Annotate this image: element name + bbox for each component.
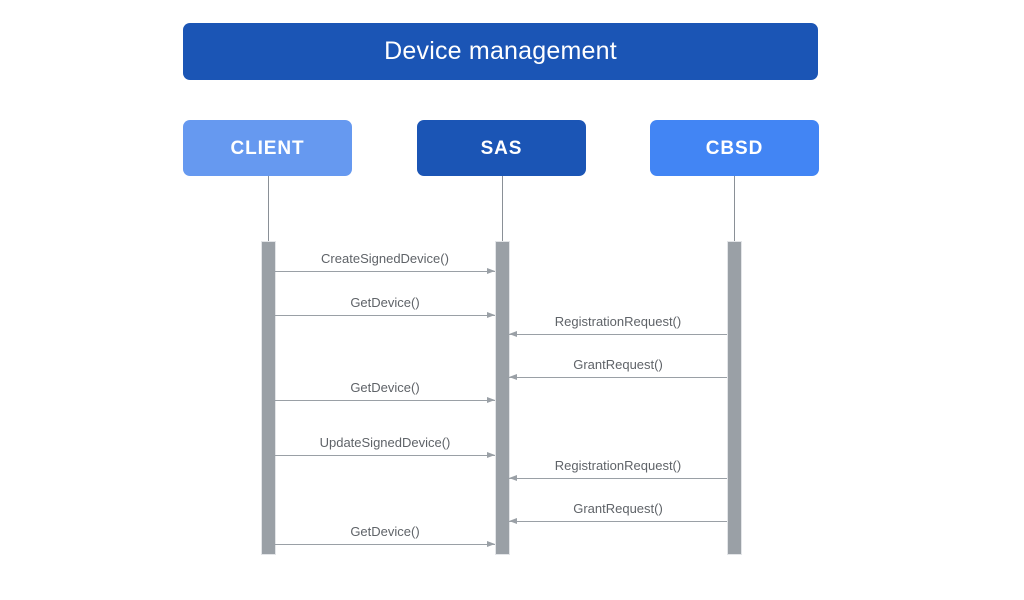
message-label: RegistrationRequest()	[554, 458, 682, 473]
activation-bar-cbsd	[727, 241, 742, 555]
arrow-head-right-icon	[487, 451, 495, 458]
participant-header-sas[interactable]: SAS	[417, 120, 586, 176]
participant-label-cbsd: CBSD	[705, 137, 764, 159]
message-label: UpdateSignedDevice()	[319, 435, 451, 450]
arrow-head-left-icon	[509, 330, 517, 337]
diagram-title: Device management	[384, 37, 617, 65]
arrow-head-right-icon	[487, 267, 495, 274]
lifeline-sas	[502, 176, 503, 241]
message-line	[275, 315, 495, 316]
message-line	[275, 544, 495, 545]
lifeline-client	[268, 176, 269, 241]
message-line	[275, 271, 495, 272]
message-label: GetDevice()	[350, 295, 420, 310]
message-label: GrantRequest()	[573, 357, 663, 372]
participant-label-client: CLIENT	[230, 137, 305, 159]
message-line	[275, 400, 495, 401]
message-label: GetDevice()	[350, 524, 420, 539]
message-line	[509, 521, 727, 522]
arrow-head-right-icon	[487, 396, 495, 403]
message-label: GetDevice()	[350, 380, 420, 395]
activation-bar-sas	[495, 241, 510, 555]
arrow-head-left-icon	[509, 373, 517, 380]
message-label: RegistrationRequest()	[554, 314, 682, 329]
message-line	[275, 455, 495, 456]
arrow-head-left-icon	[509, 474, 517, 481]
message-label: GrantRequest()	[573, 501, 663, 516]
message-line	[509, 334, 727, 335]
participant-label-sas: SAS	[480, 137, 523, 159]
activation-bar-client	[261, 241, 276, 555]
participant-header-client[interactable]: CLIENT	[183, 120, 352, 176]
message-label: CreateSignedDevice()	[321, 251, 449, 266]
diagram-title-bar: Device management	[183, 23, 818, 80]
message-line	[509, 377, 727, 378]
message-line	[509, 478, 727, 479]
participant-header-cbsd[interactable]: CBSD	[650, 120, 819, 176]
arrow-head-left-icon	[509, 517, 517, 524]
arrow-head-right-icon	[487, 311, 495, 318]
lifeline-cbsd	[734, 176, 735, 241]
arrow-head-right-icon	[487, 540, 495, 547]
